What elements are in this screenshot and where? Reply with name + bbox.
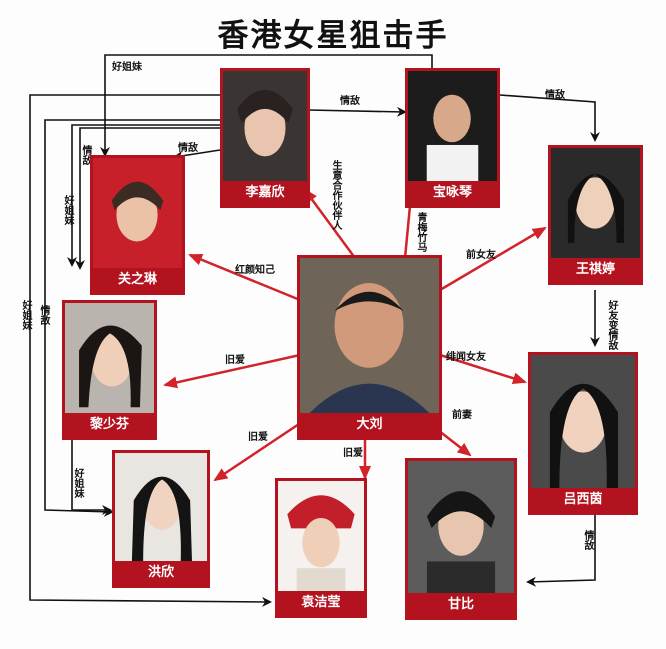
label-top-friend: 好姐妹 bbox=[112, 62, 142, 73]
label-left-outer: 好姐妹 bbox=[20, 300, 31, 330]
card-lv-xixi: 吕西茵 bbox=[528, 352, 638, 515]
label-li-bao: 情敌 bbox=[340, 96, 360, 107]
line-left-short bbox=[75, 127, 220, 270]
photo-da-liu bbox=[300, 258, 439, 413]
line-left-inner bbox=[44, 119, 220, 517]
name-da-liu: 大刘 bbox=[300, 413, 439, 437]
card-wang-qiting: 王祺婷 bbox=[548, 145, 643, 285]
card-li-shaoxing: 黎少芬 bbox=[62, 300, 157, 440]
arrow-dl-guan bbox=[188, 253, 301, 302]
label-li-guan: 情敌 bbox=[178, 143, 198, 154]
label-dl-lv: 绯闻女友 bbox=[446, 352, 486, 363]
name-guan-zhijun: 关之琳 bbox=[93, 268, 182, 292]
label-dl-wang: 前女友 bbox=[466, 250, 496, 261]
line-left-mid bbox=[67, 124, 220, 267]
label-dl-li: 生意合作伙伴人 bbox=[330, 160, 341, 230]
photo-baozhuo bbox=[408, 71, 497, 181]
name-zhuang-xin: 洪欣 bbox=[115, 561, 207, 585]
label-left-short: 情敌 bbox=[80, 145, 91, 165]
label-dl-guan: 红颜知己 bbox=[235, 265, 275, 276]
diagram-title: 香港女星狙击手 bbox=[217, 18, 449, 54]
card-zhuang-xin: 洪欣 bbox=[112, 450, 210, 588]
photo-gan-bi bbox=[408, 461, 514, 593]
label-dl-lishao: 旧爱 bbox=[225, 355, 245, 366]
line-lishao-to-zhuang bbox=[71, 440, 112, 515]
label-dl-ma: 旧爱 bbox=[343, 448, 363, 459]
name-lv-xixi: 吕西茵 bbox=[531, 488, 635, 512]
arrow-dl-wang bbox=[439, 226, 547, 292]
card-gan-bi: 甘比 bbox=[405, 458, 517, 620]
label-bao-wang: 情敌 bbox=[545, 90, 565, 101]
card-ma-jiaqi: 袁洁莹 bbox=[275, 478, 367, 618]
line-lv-to-gan bbox=[526, 515, 596, 587]
label-left-inner: 情敌 bbox=[38, 305, 49, 325]
arrow-dl-lv bbox=[439, 353, 527, 385]
name-gan-bi: 甘比 bbox=[408, 593, 514, 617]
label-wang-lv: 好友变情敌 bbox=[606, 300, 617, 350]
name-wang-qiting: 王祺婷 bbox=[551, 258, 640, 282]
line-li-to-bao bbox=[307, 106, 407, 117]
label-left-mid: 好姐妹 bbox=[62, 195, 73, 225]
name-li-jiaxin: 李嘉欣 bbox=[223, 181, 307, 205]
label-dl-gan: 前妻 bbox=[452, 410, 472, 421]
label-lv-gan: 情敌 bbox=[582, 530, 593, 550]
card-guan-zhijun: 关之琳 bbox=[90, 155, 185, 295]
name-ma-jiaqi: 袁洁莹 bbox=[278, 591, 364, 615]
photo-lv-xixi bbox=[531, 355, 635, 488]
name-baozhuo: 宝咏琴 bbox=[408, 181, 497, 205]
photo-guan-zhijun bbox=[93, 158, 182, 268]
label-dl-bao: 青梅竹马 bbox=[415, 212, 426, 252]
label-dl-zhuang: 旧爱 bbox=[248, 432, 268, 443]
arrow-dl-li bbox=[303, 188, 357, 259]
line-left-outer bbox=[29, 94, 272, 607]
label-lishao-zhuang: 好姐妹 bbox=[72, 468, 83, 498]
photo-li-shaoxing bbox=[65, 303, 154, 413]
photo-zhuang-xin bbox=[115, 453, 207, 561]
arrow-dl-zhuang bbox=[213, 418, 306, 482]
photo-wang-qiting bbox=[551, 148, 640, 258]
photo-ma-jiaqi bbox=[278, 481, 364, 591]
name-li-shaoxing: 黎少芬 bbox=[65, 413, 154, 437]
line-bao-to-wang bbox=[499, 94, 600, 142]
card-li-jiaxin: 李嘉欣 bbox=[220, 68, 310, 208]
arrow-dl-lishao bbox=[163, 353, 301, 389]
line-top-friend bbox=[100, 54, 433, 157]
card-baozhuo: 宝咏琴 bbox=[405, 68, 500, 208]
photo-li-jiaxin bbox=[223, 71, 307, 181]
card-da-liu: 大刘 bbox=[297, 255, 442, 440]
